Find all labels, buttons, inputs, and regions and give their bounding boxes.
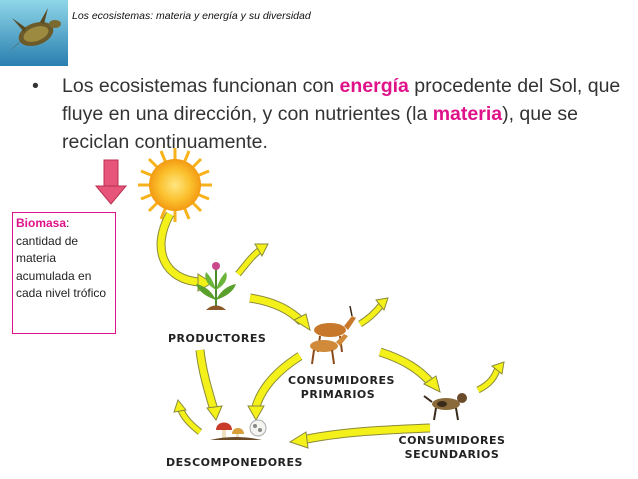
down-arrow-icon (94, 159, 128, 205)
mushroom-icon (210, 419, 267, 440)
gazelle-icon (310, 305, 356, 365)
biomasa-definition-box: Biomasa: cantidad de materia acumulada e… (12, 212, 116, 334)
label-productores: PRODUCTORES (168, 332, 267, 345)
highlight-energia: energía (339, 75, 409, 97)
biomasa-definition: : cantidad de materia acumulada en cada … (16, 216, 107, 300)
label-consumidores-secundarios: CONSUMIDORES SECUNDARIOS (398, 434, 506, 461)
plant-icon (196, 262, 236, 310)
bullet-dot: • (32, 75, 39, 97)
sun-icon (138, 148, 212, 222)
turtle-icon (8, 8, 61, 52)
highlight-materia: materia (432, 103, 503, 125)
bullet-text-part3: ), que se reciclan continuamente. (62, 103, 578, 153)
arrow-sun-productores-fill (157, 212, 201, 286)
bullet-paragraph: • Los ecosistemas funcionan con energía … (32, 72, 622, 156)
bullet-text-part2: procedente del Sol, que fluye en una dir… (62, 75, 621, 125)
biomasa-term: Biomasa (16, 216, 67, 230)
label-consumidores-primarios: CONSUMIDORES PRIMARIOS (288, 374, 395, 401)
turtle-header-image (0, 0, 68, 66)
label-descomponedores: DESCOMPONEDORES (166, 456, 303, 469)
slide-header-title: Los ecosistemas: materia y energía y su … (72, 10, 311, 22)
flow-arrows (156, 211, 505, 449)
wild-dog-icon (423, 393, 467, 421)
bullet-text-part1: Los ecosistemas funcionan con (62, 75, 340, 97)
